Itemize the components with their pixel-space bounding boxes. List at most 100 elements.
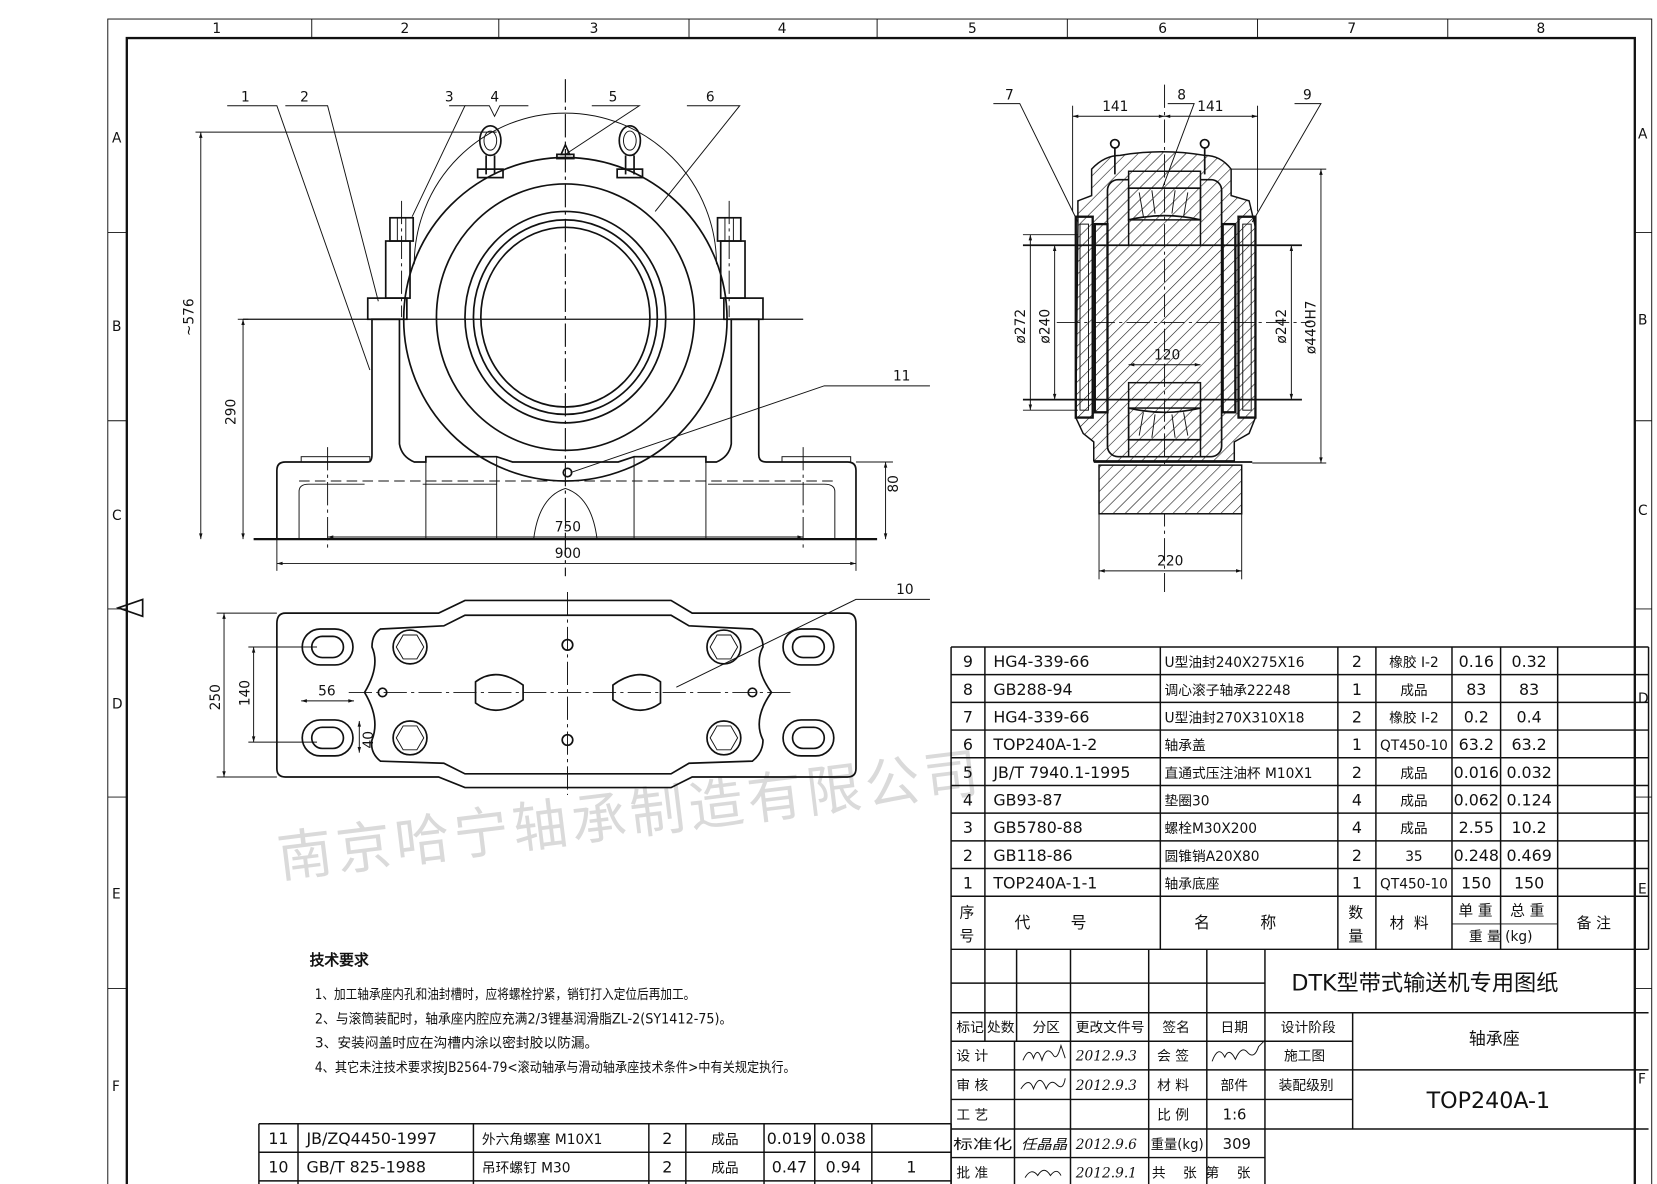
cell-qty: 4	[1352, 818, 1362, 837]
cell-seq: 6	[963, 735, 973, 754]
cell-qty: 2	[1352, 846, 1362, 865]
dim-left-half: 141	[1102, 99, 1128, 115]
cell-unit-weight: 0.019	[767, 1129, 812, 1148]
cell-seq: 5	[963, 763, 973, 782]
dim-plan-bolt-spacing: 140	[237, 680, 253, 706]
callout-8: 8	[1177, 87, 1186, 103]
dim-base-width: 220	[1157, 554, 1183, 570]
grid-row-label-left: C	[112, 508, 122, 524]
drain-plug	[562, 467, 573, 478]
header-seq: 序	[960, 905, 975, 922]
grid-column-label: 5	[968, 21, 977, 37]
cell-unit-weight: 0.2	[1464, 707, 1489, 726]
cell-material: 成品	[1400, 794, 1427, 810]
technical-requirements: 技术要求 1、加工轴承座内孔和油封槽时，应将螺栓拧紧，销钉打入定位后再加工。 2…	[310, 951, 796, 1076]
dim-d272: ø272	[1013, 309, 1029, 344]
header-seq: 号	[960, 928, 975, 945]
weight-value: 309	[1223, 1136, 1251, 1153]
cell-qty: 1	[1352, 680, 1362, 699]
cell-qty: 1	[1352, 735, 1362, 754]
cell-qty: 2	[1352, 707, 1362, 726]
scale-value: 1:6	[1223, 1107, 1247, 1124]
callout-leaders	[227, 105, 930, 473]
cell-seq: 11	[268, 1129, 288, 1148]
grid-row-label-right: F	[1638, 1072, 1646, 1088]
cell-unit-weight: 0.062	[1454, 791, 1499, 810]
dim-bearing-width: 120	[1154, 347, 1180, 363]
approve-date: 2012.9.1	[1075, 1166, 1137, 1182]
cell-seq: 8	[963, 680, 973, 699]
label-date: 日期	[1221, 1020, 1248, 1036]
hex-nut	[706, 629, 742, 665]
label-approve: 批 准	[956, 1166, 988, 1182]
plan-dimensions	[216, 612, 362, 778]
cell-seq: 9	[963, 652, 973, 671]
side-dimensions	[1022, 105, 1327, 573]
cell-code: HG4-339-66	[993, 652, 1089, 671]
callout-3: 3	[445, 89, 454, 105]
cell-unit-weight: 0.016	[1454, 763, 1499, 782]
grid-row-label-right: D	[1638, 691, 1649, 707]
cell-code: GB5780-88	[993, 818, 1082, 837]
cell-material: 橡胶 I-2	[1389, 654, 1439, 671]
dim-center-height: 290	[224, 399, 240, 425]
grid-column-label: 3	[590, 21, 599, 37]
parts-list-header: 序 号 代 号 名 称 数 量 材 料 单 重 总 重 重 量 (kg) 备 注	[960, 902, 1612, 944]
cell-seq: 1	[963, 874, 973, 893]
callout-10: 10	[896, 582, 913, 598]
header-weight-unit: 重 量 (kg)	[1469, 929, 1533, 945]
dim-d242: ø242	[1274, 309, 1290, 344]
dim-overall-height: ~576	[181, 298, 197, 336]
cell-seq: 4	[963, 791, 973, 810]
label-design-stage: 设计阶段	[1281, 1020, 1336, 1036]
cell-name: 外六角螺塞 M10X1	[482, 1131, 602, 1148]
cell-material: QT450-10	[1380, 738, 1448, 754]
label-sheets: 共 张 第 张	[1152, 1165, 1251, 1182]
part-name: 轴承座	[1469, 1028, 1520, 1048]
cell-code: GB118-86	[993, 846, 1072, 865]
dim-slot-width: 40	[361, 731, 377, 748]
label-mark: 标记	[956, 1020, 984, 1036]
label-design: 设 计	[956, 1048, 988, 1064]
title-block: DTK型带式输送机专用图纸 轴承座 TOP240A-1 标记 处数 分区 更改文…	[951, 949, 1649, 1184]
cell-qty: 2	[662, 1157, 672, 1176]
grid-column-label: 6	[1158, 21, 1167, 37]
label-standard: 标准化	[953, 1137, 1013, 1153]
cell-unit-weight: 150	[1461, 874, 1491, 893]
grid-row-label-right: A	[1638, 126, 1648, 142]
label-material: 材 料	[1157, 1078, 1189, 1094]
anchor-bolt-slot	[782, 628, 835, 666]
grid-row-label-right: E	[1638, 881, 1647, 897]
cell-name: 垫圈30	[1165, 794, 1210, 810]
cell-material: 成品	[711, 1160, 738, 1176]
grid-column-label: 8	[1537, 21, 1546, 37]
cell-unit-weight: 63.2	[1459, 735, 1494, 754]
cell-material: 成品	[1400, 683, 1427, 699]
cell-code: GB/T 825-1988	[306, 1157, 425, 1176]
cell-total-weight: 0.94	[826, 1157, 861, 1176]
cell-total-weight: 10.2	[1511, 818, 1546, 837]
label-assembly-level: 装配级别	[1279, 1078, 1334, 1094]
cell-code: TOP240A-1-2	[992, 735, 1097, 754]
callout-2: 2	[300, 89, 309, 105]
cell-code: GB93-87	[993, 791, 1062, 810]
anchor-bolt-slot	[782, 719, 835, 757]
hex-nut	[392, 720, 428, 756]
side-section-view: 7 8 9 141 141 ø272 ø240 120 ø242 ø440H7 …	[993, 84, 1327, 592]
front-view: 1 2 3 4 5 6 11 ~576 290 80 750 900	[181, 79, 930, 577]
cell-total-weight: 0.32	[1511, 652, 1546, 671]
grid-column-label: 4	[778, 21, 787, 37]
standardizer-signature: 任晶晶	[1021, 1137, 1068, 1153]
cell-name: U型油封240X275X16	[1165, 655, 1305, 671]
grid-column-label: 7	[1347, 21, 1356, 37]
cell-name: 轴承盖	[1165, 738, 1206, 754]
callout-6: 6	[706, 89, 715, 105]
tech-item: 1、加工轴承座内孔和油封槽时，应将螺栓拧紧，销钉打入定位后再加工。	[315, 986, 695, 1003]
cell-seq: 2	[963, 846, 973, 865]
front-dimensions	[195, 131, 893, 571]
